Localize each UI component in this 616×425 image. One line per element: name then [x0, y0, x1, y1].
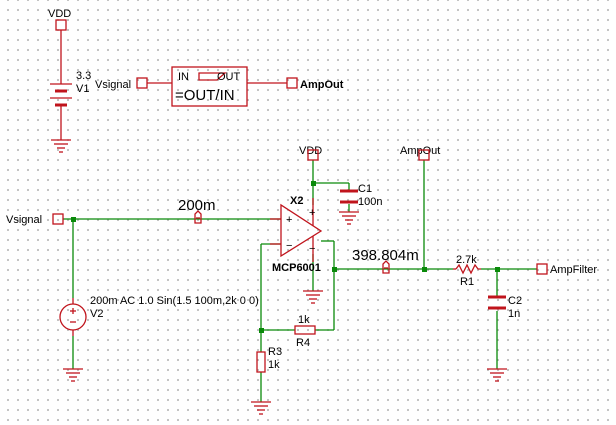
battery-v1[interactable]: 3.3 V1: [50, 70, 91, 107]
resistor-r4[interactable]: 1k R4: [294, 314, 316, 349]
wires: [63, 160, 537, 402]
vdd-label-mid: VDD: [299, 145, 322, 157]
vdd-label-top: VDD: [48, 8, 71, 20]
opamp-supply-minus-sign: −: [309, 243, 315, 255]
vsignal-terminal-top[interactable]: Vsignal: [95, 77, 148, 91]
v1-value: 3.3: [76, 70, 91, 82]
r1-value: 2.7k: [456, 254, 477, 266]
equation-expression: =OUT/IN: [175, 87, 235, 104]
equation-out-label: OUT: [217, 71, 241, 83]
ampout-terminal-top[interactable]: AmpOut: [286, 77, 344, 91]
vsignal-label-top: Vsignal: [95, 79, 131, 91]
v2-name: V2: [90, 308, 103, 320]
ground-symbol-v1: [51, 139, 71, 153]
vsignal-label-left: Vsignal: [6, 214, 42, 226]
v1-name: V1: [76, 83, 89, 95]
ampfilter-label: AmpFilter: [550, 264, 597, 276]
vdd-terminal-top[interactable]: VDD: [48, 8, 71, 31]
r4-name: R4: [296, 337, 310, 349]
probe-output[interactable]: 398.804m: [352, 247, 419, 274]
ground-symbol-v2: [63, 368, 83, 382]
opamp-minus-sign: −: [286, 240, 292, 252]
resistor-r1[interactable]: 2.7k R1: [453, 254, 481, 288]
c2-name: C2: [508, 295, 522, 307]
junction-dots: [71, 181, 500, 333]
equation-block[interactable]: IN OUT =OUT/IN: [171, 66, 248, 107]
ampout-terminal-mid[interactable]: AmpOut: [400, 145, 440, 161]
ground-symbol-r3: [251, 401, 271, 415]
r3-value: 1k: [268, 359, 280, 371]
r3-name: R3: [268, 346, 282, 358]
c1-value: 100n: [358, 196, 382, 208]
ground-symbol-c2: [487, 368, 507, 382]
vsignal-terminal-left[interactable]: Vsignal: [6, 213, 64, 226]
probe-output-value: 398.804m: [352, 247, 419, 264]
r4-value: 1k: [298, 314, 310, 326]
equation-in-label: IN: [178, 71, 189, 83]
v2-spec: 200m AC 1.0 Sin(1.5 100m,2k 0 0): [90, 295, 259, 307]
probe-input-value: 200m: [178, 197, 216, 214]
opamp-supply-plus-sign: +: [309, 207, 315, 219]
opamp-x2[interactable]: + − + − X2 MCP6001: [270, 195, 323, 274]
vdd-terminal-mid[interactable]: VDD: [299, 145, 322, 161]
ground-symbol-c1: [339, 211, 359, 225]
ampout-label-top: AmpOut: [300, 79, 344, 91]
ground-symbol-opamp: [303, 290, 323, 304]
ampout-label-mid: AmpOut: [400, 145, 440, 157]
resistor-r3[interactable]: R3 1k: [256, 346, 282, 373]
voltage-source-v2[interactable]: 200m AC 1.0 Sin(1.5 100m,2k 0 0) V2: [59, 295, 259, 336]
ampfilter-terminal[interactable]: AmpFilter: [536, 263, 597, 276]
r1-name: R1: [460, 276, 474, 288]
capacitor-c1[interactable]: C1 100n: [340, 183, 382, 208]
x2-name: X2: [290, 195, 303, 207]
opamp-plus-sign: +: [286, 214, 292, 226]
c1-name: C1: [358, 183, 372, 195]
capacitor-c2[interactable]: C2 1n: [488, 295, 522, 320]
probe-input[interactable]: 200m: [178, 197, 216, 224]
opamp-model: MCP6001: [272, 262, 321, 274]
c2-value: 1n: [508, 308, 520, 320]
